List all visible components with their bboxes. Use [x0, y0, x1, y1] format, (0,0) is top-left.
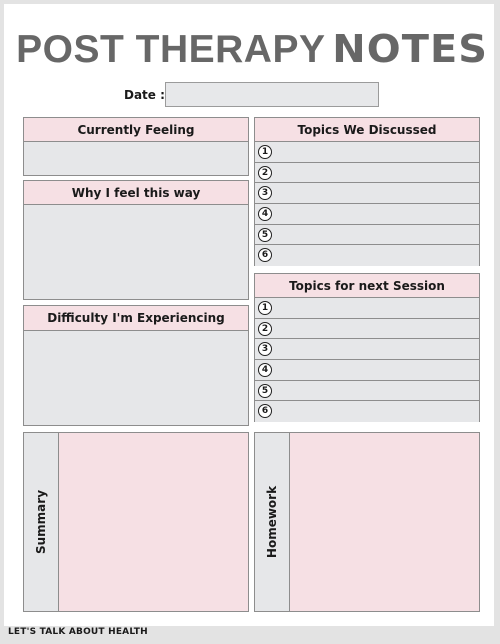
topics-discussed-header: Topics We Discussed	[255, 118, 479, 142]
topics-next-row[interactable]: 2	[255, 318, 479, 340]
homework-box[interactable]: Homework	[254, 432, 480, 612]
number-3-icon: 3	[258, 186, 272, 201]
date-label: Date :	[124, 88, 165, 102]
summary-label: Summary	[34, 489, 48, 555]
number-5-icon: 5	[258, 383, 272, 398]
title-accent: NOTES	[331, 27, 488, 71]
number-5-icon: 5	[258, 227, 272, 242]
homework-label-strip: Homework	[255, 433, 290, 611]
difficulty-box: Difficulty I'm Experiencing	[23, 305, 249, 426]
number-6-icon: 6	[258, 248, 272, 263]
homework-label: Homework	[265, 485, 279, 559]
number-4-icon: 4	[258, 363, 272, 378]
number-3-icon: 3	[258, 342, 272, 357]
topics-next-row[interactable]: 1	[255, 298, 479, 319]
topics-discussed-box: Topics We Discussed 1 2 3 4 5 6	[254, 117, 480, 267]
number-1-icon: 1	[258, 301, 272, 315]
topics-next-row[interactable]: 4	[255, 360, 479, 381]
difficulty-header: Difficulty I'm Experiencing	[24, 306, 248, 331]
topics-discussed-row[interactable]: 3	[255, 183, 479, 205]
topics-discussed-row[interactable]: 2	[255, 162, 479, 184]
currently-feeling-box: Currently Feeling	[23, 117, 249, 176]
date-field[interactable]	[165, 82, 379, 107]
topics-discussed-row[interactable]: 6	[255, 245, 479, 267]
currently-feeling-field[interactable]	[24, 142, 248, 175]
why-feel-field[interactable]	[24, 205, 248, 299]
summary-box[interactable]: Summary	[23, 432, 249, 612]
title-main: POST THERAPY	[16, 28, 326, 71]
topics-discussed-row[interactable]: 1	[255, 142, 479, 163]
why-feel-header: Why I feel this way	[24, 181, 248, 205]
number-4-icon: 4	[258, 207, 272, 222]
topics-discussed-row[interactable]: 4	[255, 204, 479, 225]
number-2-icon: 2	[258, 321, 272, 336]
number-6-icon: 6	[258, 404, 272, 419]
footer-text: LET'S TALK ABOUT HEALTH	[8, 627, 148, 637]
topics-next-header: Topics for next Session	[255, 274, 479, 298]
topics-next-row[interactable]: 6	[255, 401, 479, 423]
why-feel-box: Why I feel this way	[23, 180, 249, 300]
summary-label-strip: Summary	[24, 433, 59, 611]
topics-next-row[interactable]: 5	[255, 380, 479, 402]
topics-discussed-row[interactable]: 5	[255, 224, 479, 246]
currently-feeling-header: Currently Feeling	[24, 118, 248, 142]
number-1-icon: 1	[258, 145, 272, 159]
difficulty-field[interactable]	[24, 331, 248, 425]
topics-next-box: Topics for next Session 1 2 3 4 5 6	[254, 273, 480, 423]
number-2-icon: 2	[258, 165, 272, 180]
topics-next-row[interactable]: 3	[255, 339, 479, 361]
